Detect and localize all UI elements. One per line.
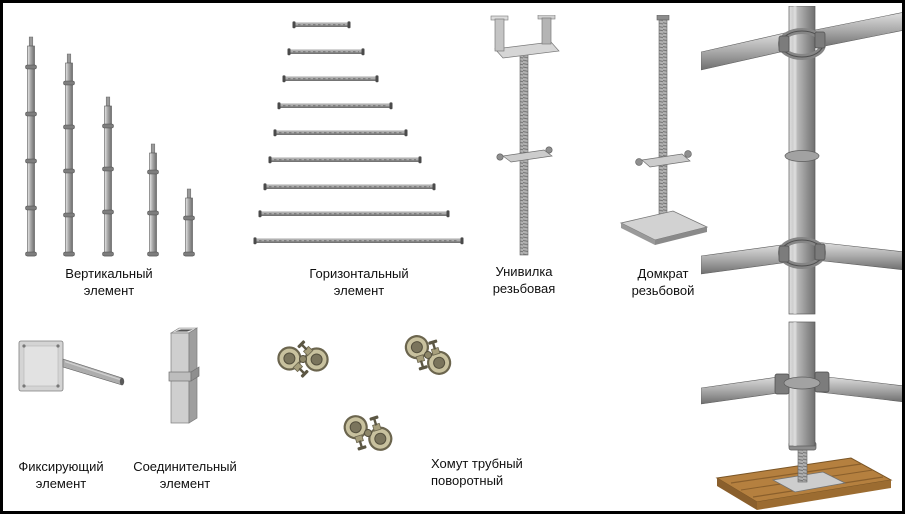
- label-u-fork: Унивилка резьбовая: [469, 263, 579, 297]
- scaffold-assembly-figure: [701, 6, 902, 510]
- label-line: Хомут трубный: [431, 456, 523, 471]
- horizontal-bar: [287, 48, 365, 56]
- label-pipe-clamp: Хомут трубный поворотный: [431, 455, 551, 489]
- vertical-elements-figure: [25, 36, 195, 257]
- vertical-post: [63, 53, 75, 257]
- label-line: Соединительный: [133, 459, 237, 474]
- adjusting-nut: [496, 146, 553, 163]
- vertical-post: [147, 143, 159, 257]
- connecting-element-figure: [168, 327, 200, 424]
- adjusting-nut: [635, 150, 692, 168]
- horizontal-bar: [277, 102, 393, 110]
- scaffold-node-bottom: [701, 321, 902, 510]
- label-line: Домкрат: [637, 266, 689, 281]
- label-line: поворотный: [431, 473, 504, 488]
- horizontal-bar: [253, 237, 464, 245]
- label-line: элемент: [83, 283, 135, 298]
- label-connecting-element: Соединительный элемент: [125, 458, 245, 492]
- horizontal-bar: [258, 210, 450, 218]
- pipe-clamps-figure: [272, 332, 455, 454]
- label-vertical-element: Вертикальный элемент: [43, 265, 175, 299]
- swivel-clamp: [272, 334, 334, 384]
- horizontal-elements-figure: [253, 21, 464, 245]
- base-plate: [619, 210, 709, 245]
- vertical-post: [25, 36, 37, 257]
- label-line: Вертикальный: [65, 266, 153, 281]
- label-line: элемент: [159, 476, 211, 491]
- fixing-element-figure: [18, 340, 125, 392]
- u-fork-figure: [490, 15, 560, 256]
- threaded-rod: [656, 15, 670, 224]
- label-line: Фиксирующий: [18, 459, 104, 474]
- horizontal-bar: [263, 183, 436, 191]
- label-fixing-element: Фиксирующий элемент: [5, 458, 117, 492]
- label-line: элемент: [35, 476, 87, 491]
- vertical-post: [183, 188, 195, 257]
- label-line: Унивилка: [495, 264, 553, 279]
- wall-plate: [18, 340, 64, 392]
- label-line: элемент: [333, 283, 385, 298]
- label-line: Горизонтальный: [309, 266, 409, 281]
- screw-jack-figure: [619, 15, 709, 245]
- scaffold-node-top: [701, 6, 902, 315]
- horizontal-bar: [268, 156, 422, 164]
- label-line: резьбовая: [492, 281, 556, 296]
- horizontal-bar: [292, 21, 351, 29]
- horizontal-bar: [273, 129, 408, 137]
- label-screw-jack: Домкрат резьбовой: [607, 265, 719, 299]
- u-head: [490, 15, 560, 59]
- square-tube: [168, 327, 200, 424]
- horizontal-bar: [282, 75, 379, 83]
- bracket-tube: [62, 358, 125, 386]
- label-line: резьбовой: [631, 283, 695, 298]
- swivel-clamp: [401, 332, 455, 378]
- label-horizontal-element: Горизонтальный элемент: [288, 265, 430, 299]
- vertical-post: [102, 96, 114, 257]
- swivel-clamp: [340, 412, 396, 454]
